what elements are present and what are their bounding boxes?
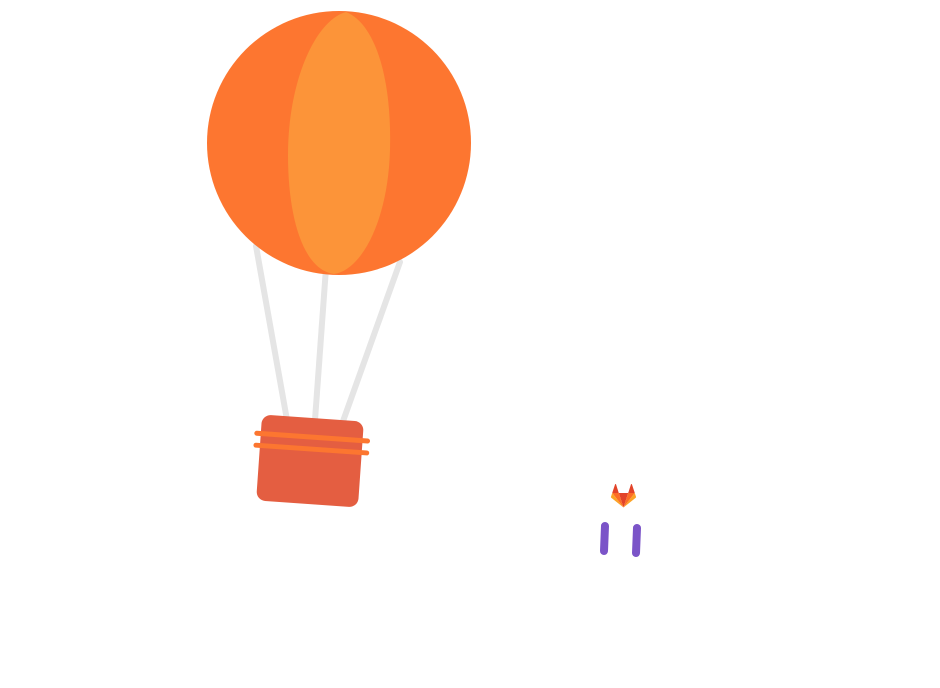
balloon-basket (253, 415, 371, 507)
balloon-basket-body (256, 415, 364, 507)
figure-right-leg (632, 524, 641, 557)
balloon-center-stripe (288, 12, 391, 274)
balloon-basket-band-lower (253, 442, 370, 456)
falling-figure (600, 484, 641, 557)
gitlab-tanuki-icon (610, 484, 637, 508)
balloon-envelope (207, 11, 471, 275)
balloon-rope-right (339, 259, 403, 427)
balloon-rope-middle (312, 265, 329, 423)
balloon-rope-left (253, 243, 290, 423)
balloon-ropes (253, 243, 403, 427)
balloon-basket-band-upper (254, 430, 371, 444)
figure-left-leg (600, 522, 609, 555)
